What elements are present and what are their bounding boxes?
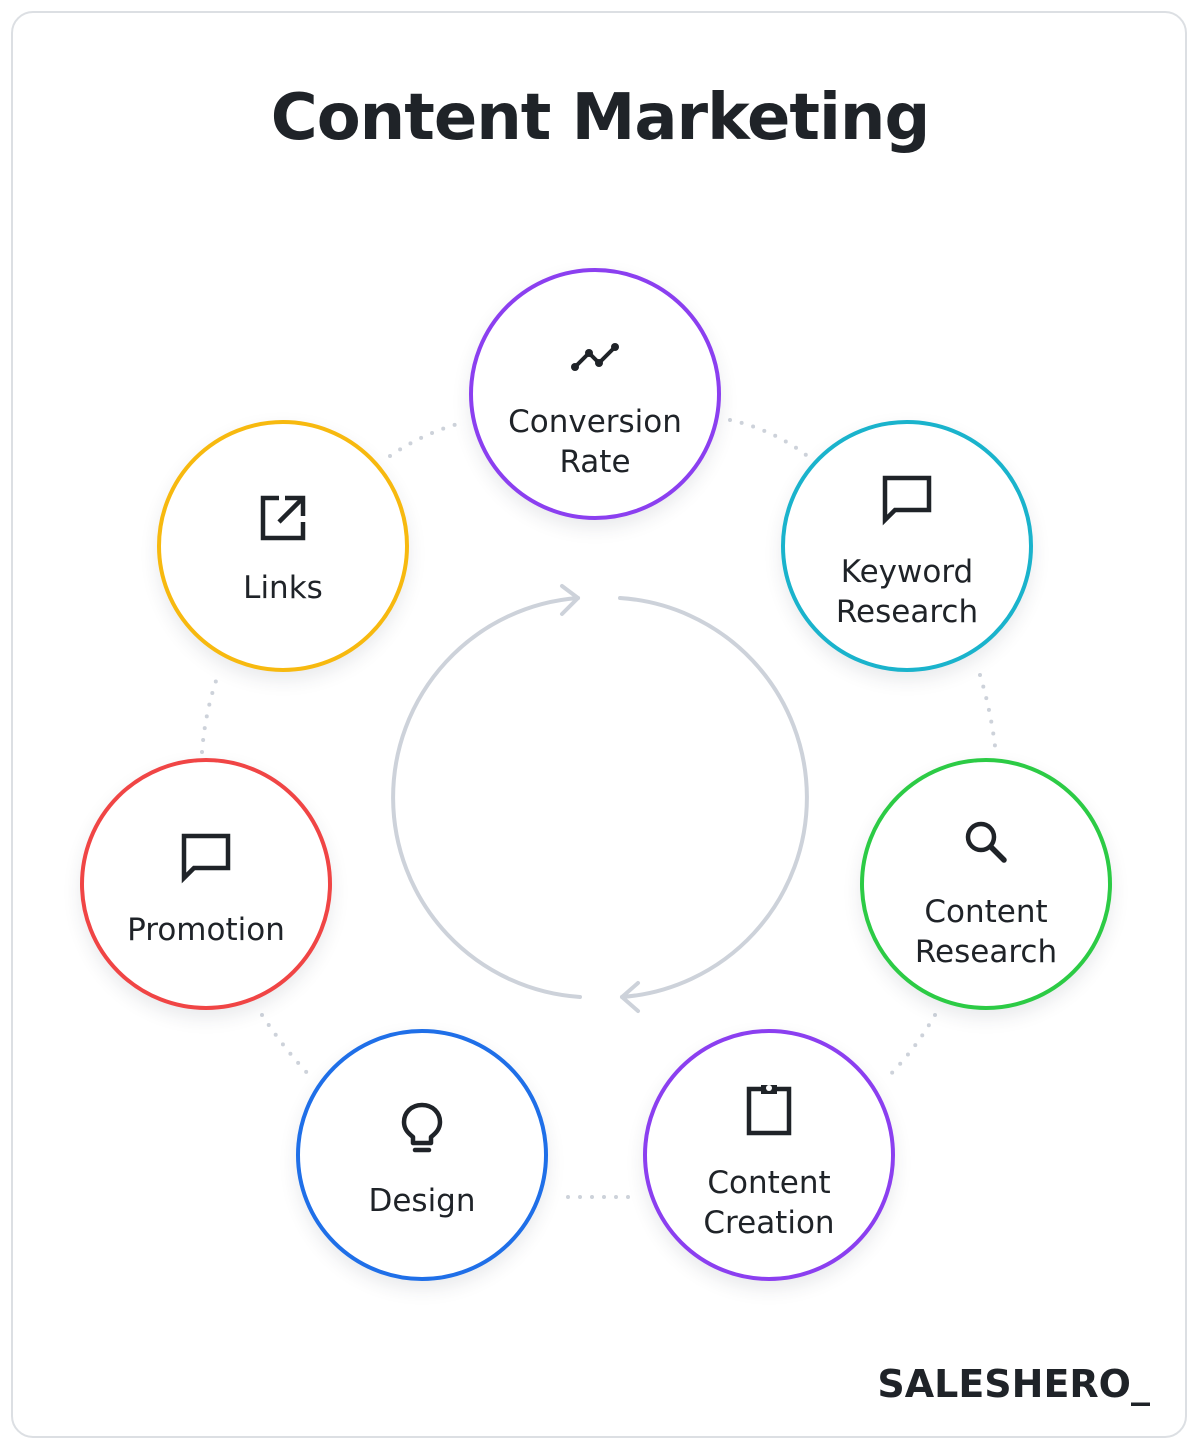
- node-content-research: Content Research: [860, 758, 1112, 1010]
- node-label: Content Research: [914, 894, 1058, 970]
- node-label: Conversion Rate: [508, 404, 682, 480]
- node-label: Links: [243, 570, 323, 606]
- lightbulb-icon: [394, 1099, 450, 1155]
- cycle-arrow-right-arc: [618, 596, 809, 999]
- node-label: Promotion: [127, 912, 285, 948]
- connector-dots: [200, 673, 220, 754]
- node-design: Design: [296, 1029, 548, 1281]
- node-content-creation: Content Creation: [643, 1029, 895, 1281]
- node-conversion-rate: Conversion Rate: [469, 268, 721, 520]
- node-keyword-research: Keyword Research: [781, 420, 1033, 672]
- connector-dots: [260, 1013, 314, 1080]
- connector-dots: [728, 418, 812, 460]
- cycle-arrowhead-top: [560, 584, 580, 616]
- cycle-arrowhead-bottom: [620, 981, 640, 1013]
- node-promotion: Promotion: [80, 758, 332, 1010]
- connector-dots: [883, 1013, 937, 1082]
- node-label: Content Creation: [703, 1165, 835, 1241]
- external-link-icon: [255, 490, 311, 546]
- trend-line-icon: [567, 327, 623, 383]
- magnifier-icon: [958, 814, 1014, 870]
- brand-logo: SALESHERO_: [877, 1362, 1150, 1406]
- node-links: Links: [157, 420, 409, 672]
- chat-bubble-icon: [879, 472, 935, 528]
- chat-bubble-icon: [178, 830, 234, 886]
- diagram-title: Content Marketing: [270, 81, 931, 155]
- connector-dots: [388, 420, 467, 458]
- node-label: Keyword Research: [835, 554, 979, 630]
- node-label: Design: [368, 1183, 476, 1219]
- cycle-arrow-left-arc: [391, 596, 582, 999]
- connector-dots: [978, 673, 998, 757]
- clipboard-icon: [741, 1081, 797, 1137]
- card-frame: [11, 11, 1187, 1438]
